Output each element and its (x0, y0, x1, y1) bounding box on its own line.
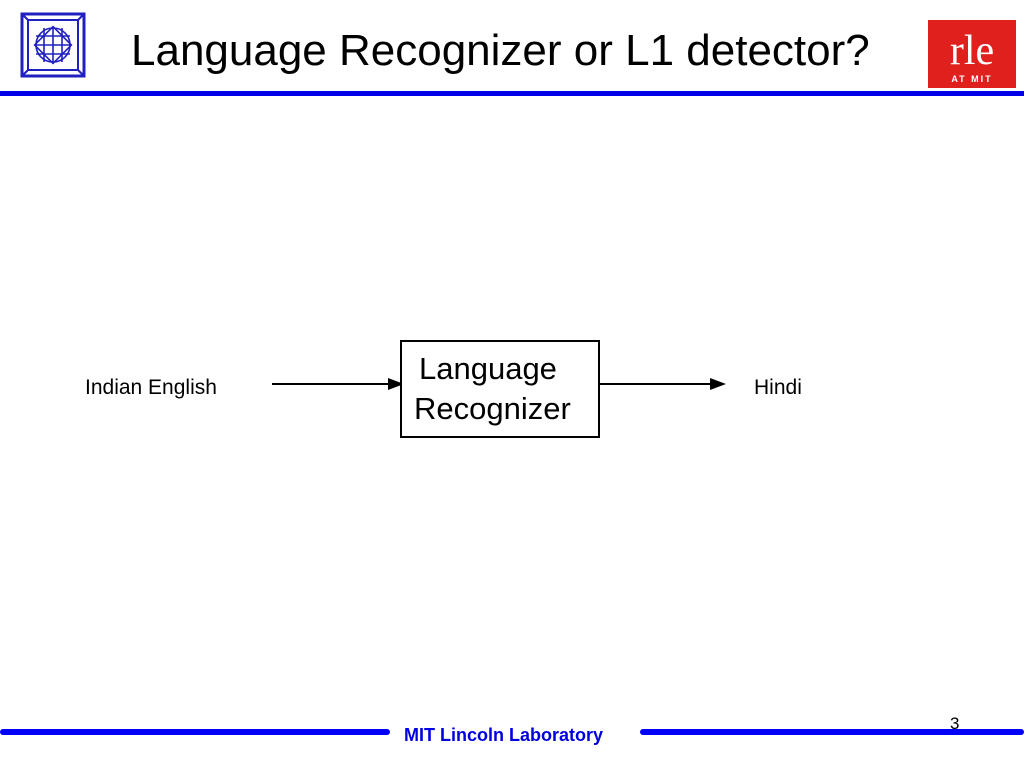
output-arrow (598, 378, 726, 390)
output-label: Hindi (754, 376, 802, 399)
title-divider (0, 91, 1024, 96)
footer-organization: MIT Lincoln Laboratory (404, 725, 604, 745)
language-recognizer-box: Language Recognizer (400, 340, 600, 438)
rle-logo-icon: rle AT MIT (928, 20, 1016, 88)
box-label-line-1: Language (419, 351, 557, 386)
svg-text:AT MIT: AT MIT (951, 74, 992, 84)
svg-text:rle: rle (950, 28, 994, 74)
input-arrow (272, 378, 404, 390)
slide-title: Language Recognizer or L1 detector? (131, 26, 870, 75)
input-label: Indian English (85, 376, 217, 399)
box-label-line-2: Recognizer (414, 391, 571, 426)
footer-divider-left (0, 729, 390, 735)
page-number: 3 (950, 714, 960, 733)
footer-divider-right (640, 729, 1024, 735)
lincoln-lab-logo-icon (20, 12, 86, 78)
